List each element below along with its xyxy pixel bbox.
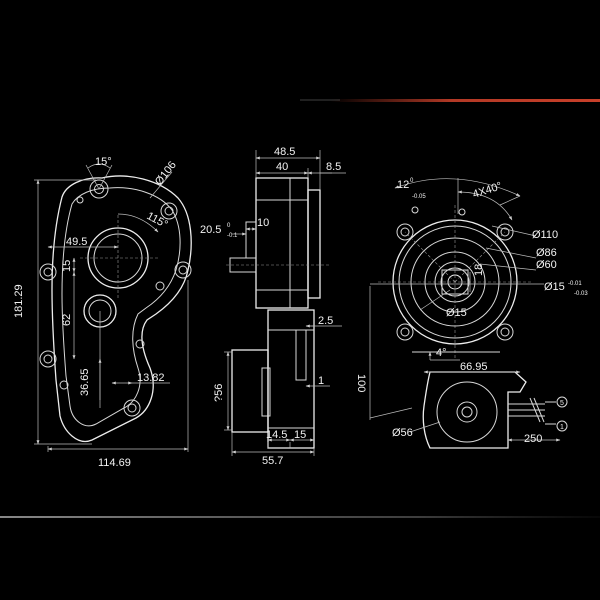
side-dia-56-label: ?56 bbox=[213, 384, 225, 402]
side-motor-can bbox=[231, 349, 269, 433]
right-dia-110-label: Ø110 bbox=[532, 229, 558, 241]
side-tol-20-5-lower: -0.1 bbox=[227, 233, 238, 239]
side-dim-14-5-label: 14.5 bbox=[266, 429, 287, 441]
bottom-grey-rule bbox=[0, 516, 600, 518]
side-dim-1-label: 1 bbox=[318, 375, 324, 387]
front-angle-15-label: 15° bbox=[95, 156, 112, 168]
front-view: 15° Ø106 115° 49.5 15 181.29 62 36.65 13… bbox=[13, 156, 192, 469]
side-hub bbox=[245, 221, 257, 259]
right-dia-56-label: Ø56 bbox=[392, 427, 413, 439]
right-dia-60-label: Ø60 bbox=[536, 259, 557, 271]
connector-pin-5-label: 5 bbox=[560, 400, 564, 407]
front-dim-49-5-label: 49.5 bbox=[66, 236, 87, 248]
side-dim-8-5-label: 8.5 bbox=[326, 161, 341, 173]
front-dim-36-65-label: 36.65 bbox=[79, 368, 91, 396]
front-dim-114-69-label: 114.69 bbox=[98, 457, 131, 469]
side-dim-15-label: 15 bbox=[294, 429, 306, 441]
side-dim-40-label: 40 bbox=[276, 161, 288, 173]
side-motor-flange bbox=[261, 367, 271, 417]
side-view: 48.5 40 8.5 20.5 0 -0.1 10 2.5 1 ?56 14.… bbox=[200, 146, 346, 467]
right-dim-18-label: 18 bbox=[473, 264, 485, 276]
right-motor-body bbox=[422, 371, 527, 449]
top-red-stripe bbox=[330, 99, 600, 102]
side-dim-48-5-label: 48.5 bbox=[274, 146, 295, 158]
front-dim-13-82-label: 13.82 bbox=[137, 372, 165, 384]
right-dim-250-label: 250 bbox=[524, 433, 542, 445]
right-tol-15-upper: -0.01 bbox=[568, 281, 582, 287]
front-dim-62-label: 62 bbox=[61, 314, 73, 326]
front-dim-15-label: 15 bbox=[61, 260, 73, 272]
front-dia-106-label: Ø106 bbox=[153, 159, 179, 188]
right-dia-15-tol-label: Ø15 bbox=[544, 281, 565, 293]
right-tol-15-lower: -0.03 bbox=[574, 291, 588, 297]
right-tol-12-lower: -0.05 bbox=[412, 194, 426, 200]
side-dim-2-5-label: 2.5 bbox=[318, 315, 333, 327]
side-dim-20-5-label: 20.5 bbox=[200, 224, 221, 236]
right-dim-66-95-label: 66.95 bbox=[460, 361, 488, 373]
front-housing-outline bbox=[51, 175, 192, 442]
side-top-body bbox=[255, 177, 309, 309]
side-top-flange bbox=[307, 189, 321, 299]
side-tol-20-5-upper: 0 bbox=[227, 223, 231, 229]
side-bottom-body bbox=[267, 309, 315, 449]
front-inner-outline bbox=[61, 187, 181, 427]
right-motor-circle bbox=[436, 381, 498, 443]
right-dim-100-label: 100 bbox=[355, 374, 367, 392]
front-dim-181-29-label: 181.29 bbox=[13, 284, 25, 318]
decorative-rules bbox=[0, 99, 600, 518]
right-view: 12 0 -0.05 4X40° Ø110 Ø86 Ø60 18 Ø15 -0.… bbox=[355, 178, 588, 449]
side-motor-lip bbox=[295, 329, 307, 381]
right-dia-86-label: Ø86 bbox=[536, 247, 557, 259]
side-dim-55-7-label: 55.7 bbox=[262, 455, 283, 467]
right-dia-15-label: Ø15 bbox=[446, 307, 467, 319]
right-angle-12-label: 12 bbox=[397, 179, 409, 191]
side-dim-10-label: 10 bbox=[257, 217, 269, 229]
right-angle-4-label: 4° bbox=[436, 347, 447, 359]
right-angle-12-deg: 0 bbox=[410, 178, 414, 184]
connector-pin-1-label: 1 bbox=[560, 424, 564, 431]
